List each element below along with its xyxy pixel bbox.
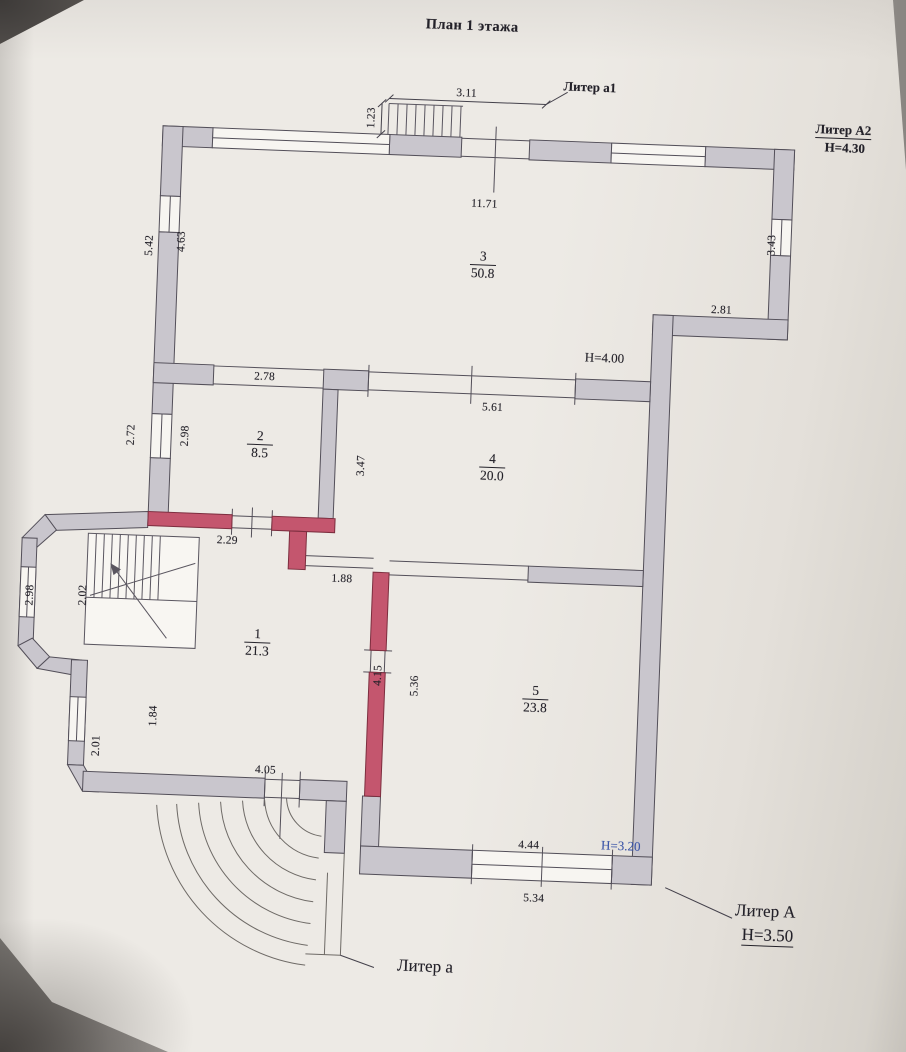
entrance-steps [387,102,464,138]
liter-a-label: Литер а [396,955,454,977]
dimension-label: 3.43 [765,234,779,256]
dimension-label: 4.05 [254,763,277,777]
liter-A2-label: Литер А2 [815,121,872,140]
dimension-lines [340,91,733,968]
dimension-label: 4.63 [175,230,189,253]
liter-A-label: Литер А [734,900,797,922]
dimension-label: 2.81 [710,303,733,317]
dimension-label: 2.29 [216,534,238,547]
room-label-2: 2 8.5 [246,427,273,461]
dimension-label: 1.84 [146,705,160,727]
dimension-label: 4.15 [371,664,385,687]
room-label-5: 5 23.8 [522,683,549,715]
window-openings [18,127,793,890]
dimension-label: 1.88 [331,572,353,586]
dimension-label: 4.44 [518,838,540,852]
interior-stairs [83,532,200,649]
dimension-label: 5.61 [481,401,504,415]
room-area: 20.0 [479,467,504,484]
room-number: 3 [479,248,487,264]
dimension-label: 2.98 [23,584,37,606]
dimension-label: 2.02 [76,584,90,606]
room-number: 2 [256,427,264,444]
dimension-label: 3.47 [354,454,368,477]
room5-height-label: Н=3.20 [600,837,641,854]
room-label-1: 1 21.3 [244,626,271,659]
dimension-label: 11.71 [470,197,498,211]
curved-steps [156,798,345,966]
room-area: 23.8 [522,699,548,716]
room-number: 5 [532,682,540,698]
gray-walls [17,125,796,886]
load-bearing-red-walls [147,511,390,798]
dimension-label: 1.23 [365,107,378,129]
dimension-label: 2.78 [253,370,276,384]
dimension-label: 5.34 [522,892,545,905]
room-number: 1 [253,626,262,642]
liter-A-height-label: Н=3.50 [741,924,794,948]
dimension-label: 2.01 [89,735,103,757]
room-number: 4 [488,450,497,467]
liter-A2-height-label: Н=4.30 [824,139,866,156]
hall-height-label: Н=4.00 [584,349,625,366]
room-area: 21.3 [244,642,270,659]
door-openings [213,126,577,839]
room-label-3: 3 50.8 [469,248,496,282]
room-area: 8.5 [250,444,269,461]
dimension-label: 2.98 [178,425,192,447]
room-label-4: 4 20.0 [479,450,506,484]
liter-a1-label: Литер а1 [563,78,617,96]
dimension-label: 3.11 [456,87,478,100]
room-area: 50.8 [470,265,495,282]
dimension-label: 5.42 [143,234,156,257]
dimension-label: 5.36 [408,675,422,697]
dimension-label: 2.72 [124,424,138,446]
